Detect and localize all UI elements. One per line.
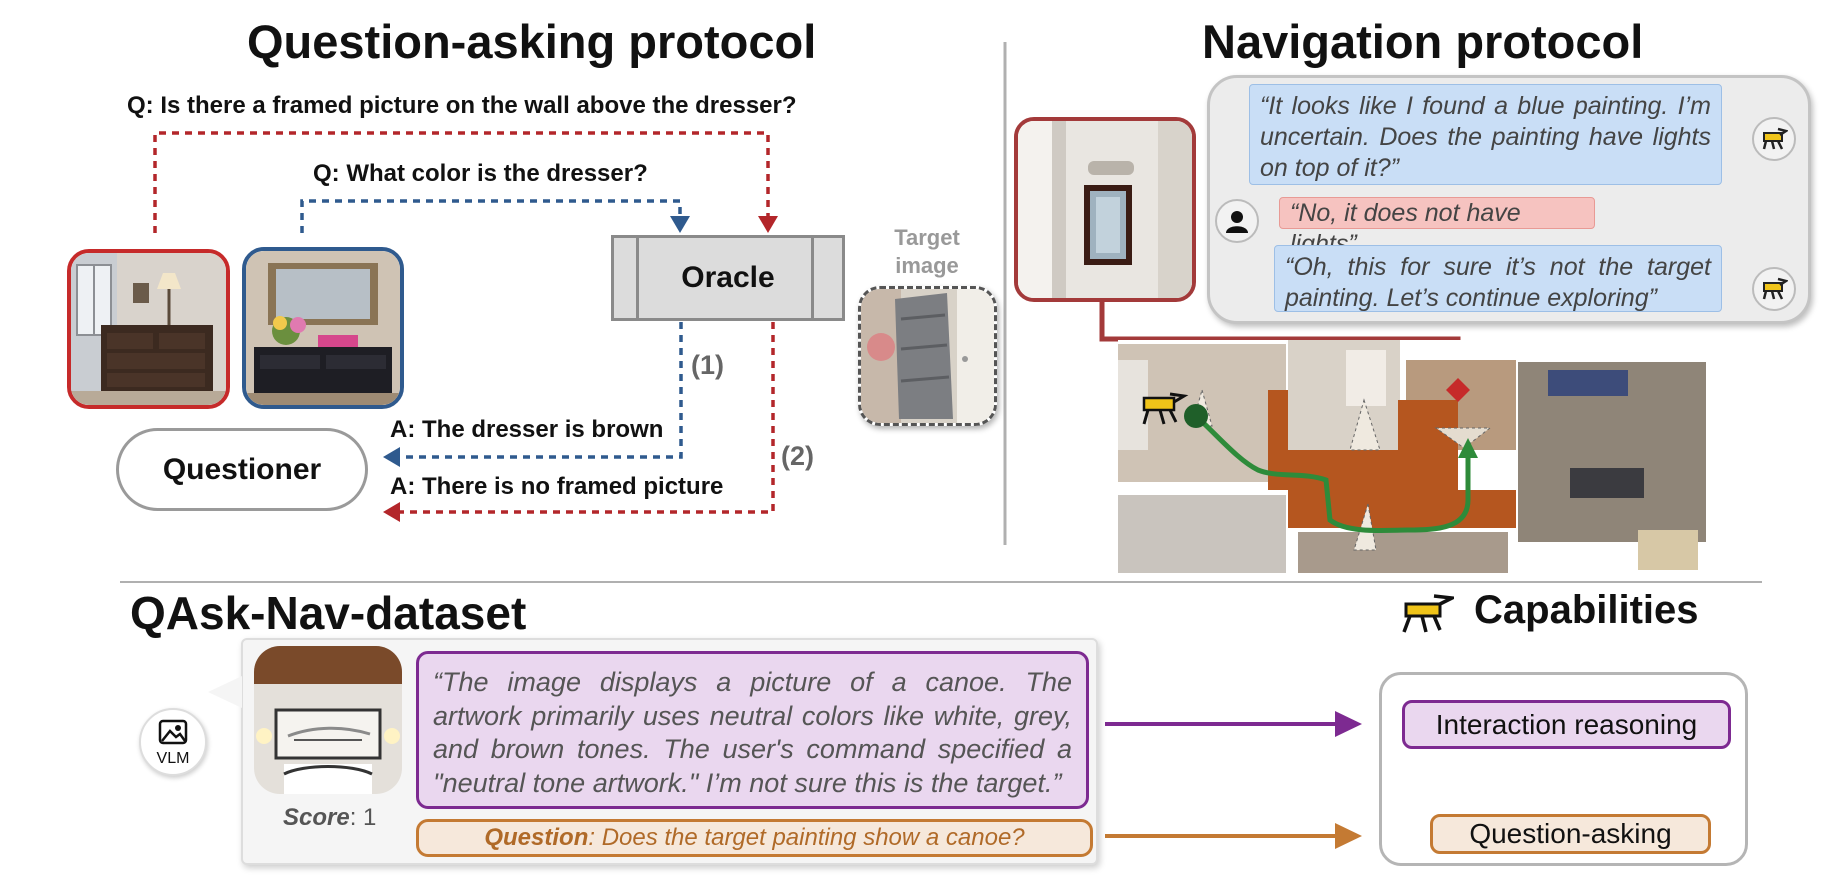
- target-image: [858, 286, 997, 426]
- answer-2-arrowhead: [383, 502, 400, 522]
- capabilities-title: Capabilities: [1474, 588, 1699, 632]
- robot-dog-icon: [1400, 590, 1459, 636]
- questioner-box: Questioner: [116, 428, 368, 511]
- oracle-box: Oracle: [611, 235, 845, 321]
- question-1-arrowhead: [758, 216, 778, 233]
- vlm-label: VLM: [156, 750, 190, 767]
- oracle-label: Oracle: [681, 261, 775, 294]
- qa-protocol-title: Question-asking protocol: [247, 15, 817, 68]
- vlm-question: Question: Does the target painting show …: [416, 819, 1093, 857]
- human-avatar-icon: [1215, 199, 1259, 243]
- capability-interaction-reasoning: Interaction reasoning: [1402, 700, 1731, 749]
- questioner-label: Questioner: [162, 452, 322, 486]
- step-1-label: (1): [691, 350, 724, 380]
- robot-avatar-icon: [1752, 267, 1796, 311]
- robot-avatar-icon: [1752, 117, 1796, 161]
- question-2-text: Q: What color is the dresser?: [313, 160, 648, 187]
- answer-1-text: A: The dresser is brown: [390, 416, 664, 443]
- card-pointer: [208, 676, 242, 708]
- robot-message-2: “Oh, this for sure it’s not the target p…: [1274, 245, 1722, 312]
- dataset-title: QAsk-Nav-dataset: [130, 587, 527, 639]
- answer-1-arrow: [398, 322, 683, 459]
- floor-map: [1118, 340, 1708, 573]
- canoe-painting-photo: [254, 646, 402, 794]
- question-1-text: Q: Is there a framed picture on the wall…: [127, 92, 797, 119]
- score-value: : 1: [349, 804, 377, 831]
- human-message: “No, it does not have lights”: [1279, 197, 1595, 258]
- question-1-arrow: [153, 131, 770, 233]
- agent-view-photo: [1014, 117, 1196, 302]
- target-image-label: Target image: [894, 225, 960, 278]
- dresser-photo-blue: [242, 247, 404, 409]
- vlm-badge: VLM: [139, 708, 207, 776]
- capability-question-asking: Question-asking: [1430, 814, 1711, 854]
- score-label: Score: [283, 804, 350, 831]
- nav-protocol-title: Navigation protocol: [1202, 15, 1644, 68]
- step-2-label: (2): [781, 441, 814, 471]
- bedroom-photo-red: [67, 249, 230, 409]
- image-icon: [158, 719, 188, 745]
- answer-2-text: A: There is no framed picture: [390, 473, 724, 500]
- question-label: Question: [484, 824, 589, 851]
- robot-message-1: “It looks like I found a blue painting. …: [1249, 84, 1722, 185]
- question-text: : Does the target painting show a canoe?: [588, 824, 1025, 851]
- question-2-arrow: [300, 199, 682, 233]
- question-2-arrowhead: [670, 216, 690, 233]
- vlm-description: “The image displays a picture of a canoe…: [416, 651, 1089, 809]
- score-line: Score: 1: [283, 804, 376, 832]
- answer-1-arrowhead: [383, 447, 400, 467]
